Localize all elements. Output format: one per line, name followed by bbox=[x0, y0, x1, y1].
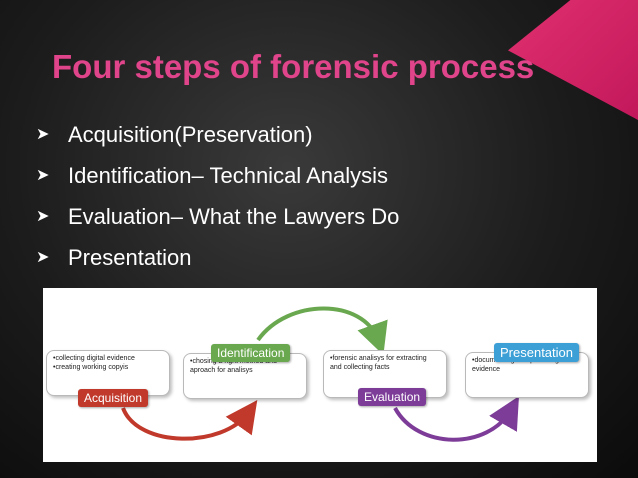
arrow-bullet-icon: ➤ bbox=[36, 167, 50, 184]
arrow-acquisition-to-identification bbox=[121, 399, 258, 441]
arrow-bullet-icon: ➤ bbox=[36, 126, 50, 143]
bullet-item: ➤ Identification– Technical Analysis bbox=[36, 163, 399, 204]
slide-title: Four steps of forensic process bbox=[52, 48, 535, 85]
bullet-text: Evaluation– What the Lawyers Do bbox=[68, 204, 400, 229]
diagram-arrows bbox=[121, 306, 519, 442]
evaluation-label: Evaluation bbox=[358, 388, 427, 406]
arrow-identification-to-evaluation bbox=[256, 306, 388, 356]
bullet-item: ➤ Acquisition(Preservation) bbox=[36, 122, 399, 163]
arrow-evaluation-to-presentation bbox=[393, 396, 519, 442]
process-diagram: •collecting digital evidence •creating w… bbox=[43, 288, 597, 462]
bullet-item: ➤ Evaluation– What the Lawyers Do bbox=[36, 204, 399, 245]
bullet-text: Presentation bbox=[68, 245, 192, 270]
bullet-item: ➤ Presentation bbox=[36, 245, 399, 286]
bullet-text: Acquisition(Preservation) bbox=[68, 122, 313, 147]
identification-label: Identification bbox=[211, 344, 291, 362]
presentation-label: Presentation bbox=[494, 343, 579, 362]
acquisition-label: Acquisition bbox=[78, 389, 149, 407]
arrow-bullet-icon: ➤ bbox=[36, 208, 50, 225]
bullet-text: Identification– Technical Analysis bbox=[68, 163, 389, 188]
bullet-list: ➤ Acquisition(Preservation) ➤ Identifica… bbox=[36, 122, 399, 286]
arrow-bullet-icon: ➤ bbox=[36, 249, 50, 266]
